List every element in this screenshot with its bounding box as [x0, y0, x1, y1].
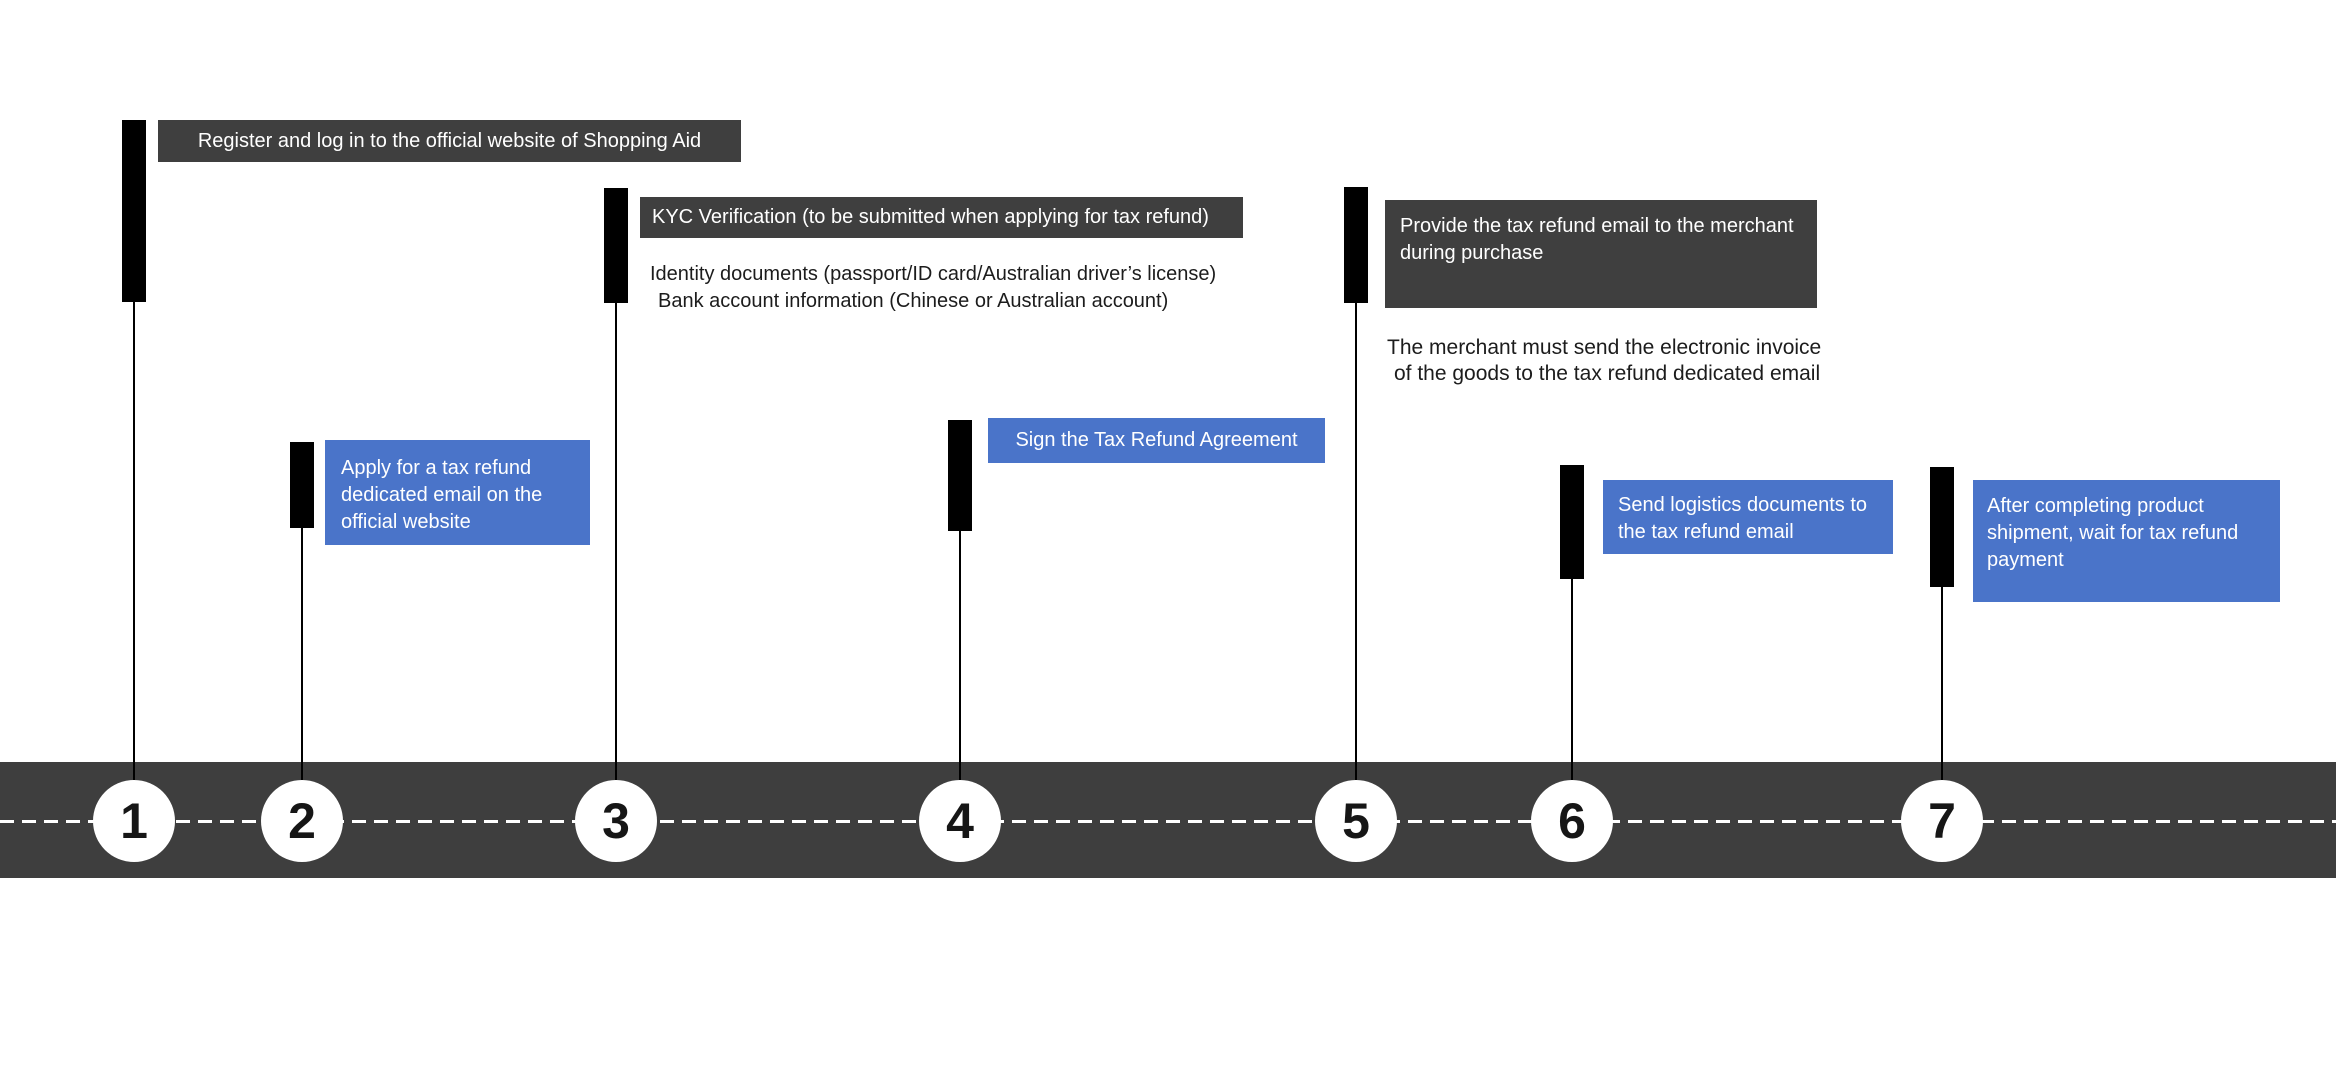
step-6-marker-bar [1560, 465, 1584, 579]
step-6-label-line-1: Send logistics documents to [1618, 494, 1868, 516]
step-3-note-line-1: Identity documents (passport/ID card/Aus… [650, 263, 1217, 285]
step-2-label-line-1: Apply for a tax refund [341, 457, 532, 479]
step-7-number-circle: 7 [1901, 780, 1983, 862]
step-4-connector-line [959, 531, 961, 810]
step-5-connector-line [1355, 303, 1357, 810]
step-7-label-box: After completing product shipment, wait … [1973, 480, 2280, 602]
step-2-label-line-2: dedicated email on the [341, 484, 543, 506]
step-7-label-line-1: After completing product [1987, 495, 2204, 517]
step-2-label-box: Apply for a tax refund dedicated email o… [325, 440, 590, 545]
step-3-connector-line [615, 303, 617, 810]
step-4-number-circle: 4 [919, 780, 1001, 862]
step-5-label-box: Provide the tax refund email to the merc… [1385, 200, 1817, 308]
step-3-label-box: KYC Verification (to be submitted when a… [640, 197, 1243, 238]
step-5-label-line-2: during purchase [1400, 242, 1544, 264]
step-3-note-line-2: Bank account information (Chinese or Aus… [658, 290, 1169, 312]
step-6-connector-line [1571, 579, 1573, 810]
step-7-marker-bar [1930, 467, 1954, 587]
step-3-number-circle: 3 [575, 780, 657, 862]
step-5-number-circle: 5 [1315, 780, 1397, 862]
step-7-connector-line [1941, 587, 1943, 810]
step-6-number-circle: 6 [1531, 780, 1613, 862]
step-5-note-line-2: of the goods to the tax refund dedicated… [1394, 362, 1821, 385]
step-7-label-line-2: shipment, wait for tax refund [1987, 522, 2239, 544]
step-5-note-line-1: The merchant must send the electronic in… [1387, 336, 1822, 359]
step-6-number: 6 [1558, 793, 1586, 849]
step-5-label-line-1: Provide the tax refund email to the merc… [1400, 215, 1794, 237]
step-2-marker-bar [290, 442, 314, 528]
step-5-number: 5 [1342, 793, 1370, 849]
step-1-connector-line [133, 302, 135, 810]
step-5-marker-bar [1344, 187, 1368, 303]
step-3-marker-bar [604, 188, 628, 303]
step-7-label-line-3: payment [1987, 549, 2064, 571]
step-1-number-circle: 1 [93, 780, 175, 862]
timeline-dashed-line [0, 820, 2336, 823]
step-2-connector-line [301, 528, 303, 810]
step-3-number: 3 [602, 793, 630, 849]
step-1-label-box: Register and log in to the official webs… [158, 120, 741, 162]
step-4-number: 4 [946, 793, 974, 849]
step-2-number: 2 [288, 793, 316, 849]
step-4-marker-bar [948, 420, 972, 531]
step-6-label-box: Send logistics documents to the tax refu… [1603, 480, 1893, 554]
step-7-number: 7 [1928, 793, 1956, 849]
step-6-label-line-2: the tax refund email [1618, 521, 1794, 543]
step-2-number-circle: 2 [261, 780, 343, 862]
step-4-label-box: Sign the Tax Refund Agreement [988, 418, 1325, 463]
step-1-marker-bar [122, 120, 146, 302]
step-2-label-line-3: official website [341, 511, 471, 533]
step-1-number: 1 [120, 793, 148, 849]
